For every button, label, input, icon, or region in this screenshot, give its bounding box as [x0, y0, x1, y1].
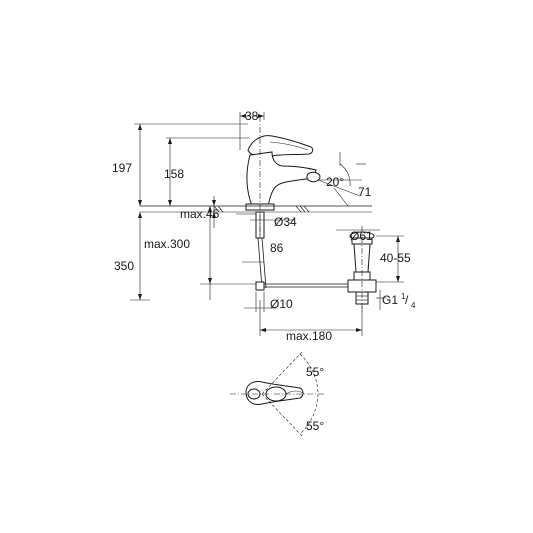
dim-40-55: 40-55 [380, 251, 411, 265]
dim-38: 38 [245, 109, 259, 123]
dim-thread-slash: / [405, 293, 409, 307]
dim-158: 158 [164, 167, 184, 181]
dim-71: 71 [358, 185, 372, 199]
dim-max180: max.180 [286, 329, 332, 343]
arrowheads [138, 114, 400, 332]
dim-bottom-angle-55: 55° [306, 419, 324, 433]
dim-thread-denominator: 4 [411, 301, 416, 310]
dim-top-angle-55: 55° [306, 365, 324, 379]
dim-86: 86 [270, 241, 284, 255]
dim-350: 350 [114, 259, 134, 273]
dim-angle-20: 20° [326, 175, 344, 189]
faucet-top-view [230, 351, 324, 437]
faucet-side-view [140, 116, 372, 291]
dim-dia34: Ø34 [274, 215, 297, 229]
dim-dia10: Ø10 [270, 297, 293, 311]
dim-dia61: Ø61 [350, 229, 373, 243]
dim-thread-numerator: 1 [401, 292, 406, 301]
dimension-labels: 38 197 158 20° 71 max.45 Ø34 Ø61 max.300… [112, 109, 416, 433]
dim-max300: max.300 [144, 237, 190, 251]
pop-up-waste [347, 226, 377, 312]
dim-thread-g1: G1 [382, 293, 398, 307]
dimension-lines [130, 112, 404, 336]
dim-197: 197 [112, 161, 132, 175]
